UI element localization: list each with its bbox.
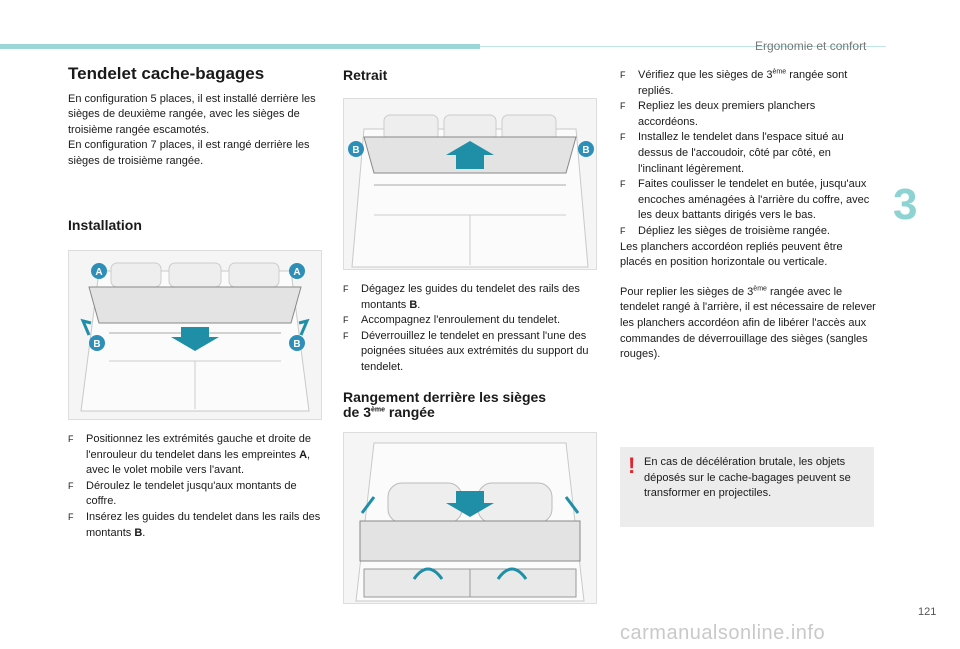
intro-paragraph-2: En configuration 7 places, il est rangé … [68, 139, 310, 167]
svg-text:B: B [93, 339, 100, 350]
installation-heading: Installation [68, 216, 142, 233]
arrow-up-icon [446, 141, 494, 169]
svg-text:B: B [352, 145, 359, 156]
arrow-down-icon [171, 327, 219, 351]
arrow-icon [360, 496, 376, 514]
warning-icon: ! [628, 453, 636, 478]
column-1: Tendelet cache-bagages En configuration … [68, 64, 330, 233]
svg-text:B: B [582, 145, 589, 156]
retrait-figure: B B [343, 98, 597, 270]
paragraph: Pour replier les sièges de 3ème rangée a… [620, 285, 876, 361]
arrow-up-icon [80, 318, 92, 336]
callout-a-right [289, 263, 305, 279]
cover-shape [88, 286, 302, 324]
svg-text:A: A [293, 267, 300, 278]
warning-text: En cas de décélération brutale, les obje… [644, 456, 851, 500]
page-title: Tendelet cache-bagages [68, 64, 265, 83]
header-rule [480, 46, 886, 47]
rangement-heading: Rangement derrière les sièges de 3ème ra… [343, 388, 547, 420]
curved-arrow-icon [496, 567, 528, 580]
warning-box: ! En cas de décélération brutale, les ob… [620, 447, 874, 527]
retrait-heading: Retrait [343, 67, 388, 83]
svg-text:A: A [95, 267, 102, 278]
cover-shape [359, 520, 581, 562]
intro-paragraph-1: En configuration 5 places, il est instal… [68, 92, 316, 136]
watermark: carmanualsonline.info [620, 622, 826, 644]
paragraph: Les planchers accordéon repliés peuvent … [620, 240, 843, 269]
callout-b-left [89, 335, 105, 351]
column-2: Retrait [343, 68, 595, 83]
arrow-icon [564, 496, 580, 514]
page-number: 121 [918, 606, 937, 618]
callout-a-left [91, 263, 107, 279]
chapter-number: 3 [893, 180, 918, 229]
installation-figure: A A B B [68, 250, 322, 420]
rangement-figure [343, 432, 597, 604]
section-title: Ergonomie et confort [755, 39, 867, 53]
svg-text:B: B [293, 339, 300, 350]
arrow-down-icon [446, 491, 494, 517]
callout-b-left [348, 141, 364, 157]
callout-b-right [289, 335, 305, 351]
callout-b-right [578, 141, 594, 157]
curved-arrow-icon [412, 567, 444, 580]
header-accent-bar [0, 44, 480, 49]
arrow-up-icon [298, 318, 310, 336]
